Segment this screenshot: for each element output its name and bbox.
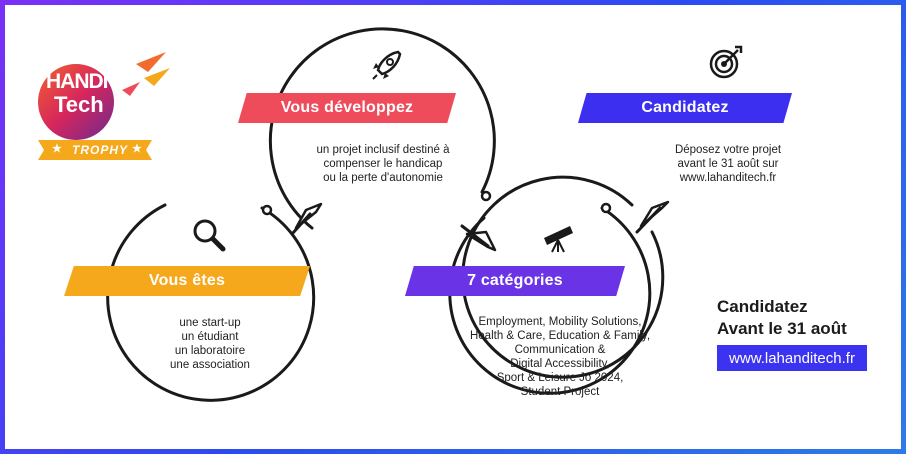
text-vous-developpez: un projet inclusif destiné à compenser l… [304, 143, 462, 185]
handitech-trophy-logo: HANDI Tech ★ TROPHY ★ [36, 44, 176, 174]
connector-dot [480, 190, 492, 202]
text-line: avant le 31 août sur [677, 158, 779, 170]
paper-plane-icon [144, 68, 170, 86]
paper-plane-icon [136, 52, 166, 72]
logo-tech: Tech [54, 92, 104, 117]
text-line: Employment, Mobility Solutions, [478, 316, 642, 328]
target-icon [709, 45, 743, 79]
logo-graphic [38, 52, 170, 160]
logo-trophy: TROPHY [72, 143, 129, 157]
paper-plane-icon [122, 82, 140, 96]
text-line: www.lahanditech.fr [679, 172, 777, 184]
text-line: un projet inclusif destiné à [316, 144, 450, 156]
logo-handi: HANDI [46, 70, 108, 93]
telescope-icon [544, 226, 573, 253]
logo-star-right: ★ [132, 143, 142, 155]
text-line: Health & Care, Education & Family, [469, 330, 651, 342]
magnifier-icon [193, 219, 226, 252]
banner-vous-developpez: Vous développez [238, 93, 456, 123]
circle-vous-developpez [268, 27, 496, 230]
cta-line-1: Candidatez [717, 297, 808, 316]
text-line: Communication & [514, 344, 606, 356]
connector-dot [261, 204, 273, 216]
website-link[interactable]: www.lahanditech.fr [717, 345, 867, 371]
text-line: un étudiant [181, 331, 239, 343]
text-line: Student Project [520, 386, 600, 398]
text-vous-etes: une start-up un étudiant un laboratoire … [150, 316, 270, 372]
circle-candidatez [461, 175, 665, 379]
cta-heading: Candidatez Avant le 31 août [717, 296, 847, 340]
text-line: Sport & Leisure Jo 2024, [496, 372, 624, 384]
text-candidatez: Déposez votre projet avant le 31 août su… [666, 143, 790, 185]
logo-star-left: ★ [52, 143, 62, 155]
text-categories: Employment, Mobility Solutions, Health &… [462, 315, 658, 399]
banner-candidatez: Candidatez [578, 93, 792, 123]
text-line: une start-up [179, 317, 241, 329]
banner-vous-etes: Vous êtes [64, 266, 310, 296]
text-line: compenser le handicap [323, 158, 443, 170]
cta-line-2: Avant le 31 août [717, 319, 847, 338]
text-line: Digital Accessibility, [510, 358, 610, 370]
banner-categories: 7 catégories [405, 266, 625, 296]
rocket-icon [372, 50, 402, 80]
text-line: ou la perte d'autonomie [323, 172, 443, 184]
text-line: une association [170, 359, 250, 371]
text-line: Déposez votre projet [674, 144, 782, 156]
connector-dot [600, 202, 612, 214]
text-line: un laboratoire [174, 345, 246, 357]
